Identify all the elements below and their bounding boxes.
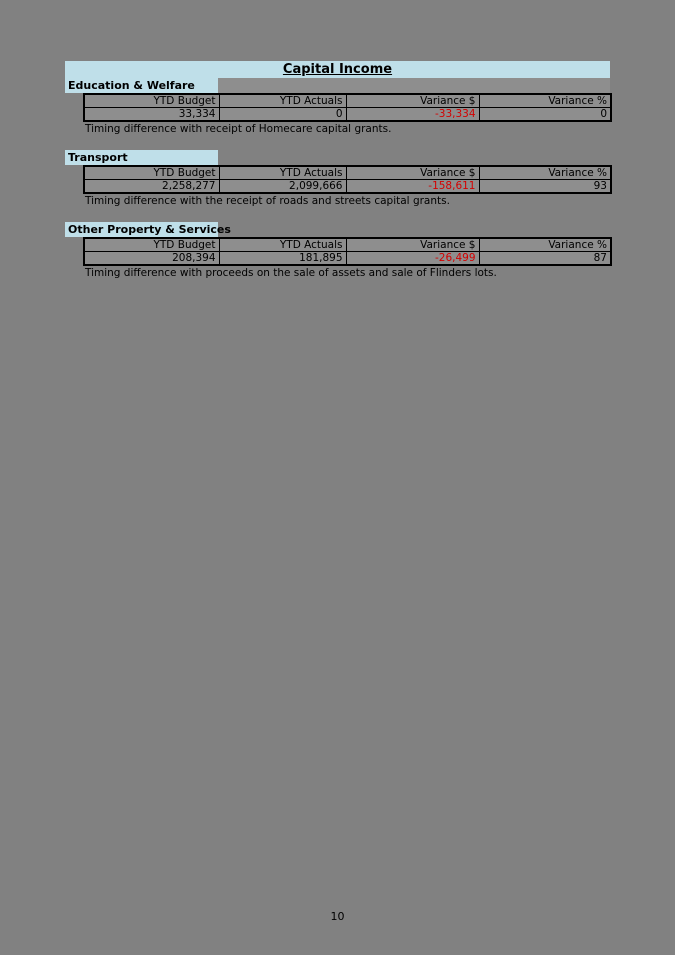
variance-dollars-value: -158,611 xyxy=(345,179,480,194)
table-row: 2,258,277 2,099,666 -158,611 93 xyxy=(83,179,612,194)
page-number: 10 xyxy=(330,910,345,923)
report-body: Capital Income Education & Welfare YTD B… xyxy=(65,61,612,294)
ytd-budget-value: 2,258,277 xyxy=(83,179,220,194)
variance-dollars-value: -26,499 xyxy=(345,251,480,266)
col-header-variance-dollars: Variance $ xyxy=(345,165,480,180)
section-title: Other Property & Services xyxy=(65,222,231,237)
table-header-row: YTD Budget YTD Actuals Variance $ Varian… xyxy=(83,93,612,108)
variance-table: YTD Budget YTD Actuals Variance $ Varian… xyxy=(83,93,612,122)
report-title-band: Capital Income xyxy=(65,61,610,78)
col-header-ytd-budget: YTD Budget xyxy=(83,165,220,180)
section-title: Education & Welfare xyxy=(65,78,218,93)
table-header-row: YTD Budget YTD Actuals Variance $ Varian… xyxy=(83,165,612,180)
section-label-row: Other Property & Services xyxy=(65,222,610,237)
col-header-variance-percent: Variance % xyxy=(478,237,612,252)
col-header-variance-dollars: Variance $ xyxy=(345,93,480,108)
col-header-ytd-budget: YTD Budget xyxy=(83,93,220,108)
table-row: 208,394 181,895 -26,499 87 xyxy=(83,251,612,266)
section-education-welfare: Education & Welfare YTD Budget YTD Actua… xyxy=(65,78,612,137)
variance-table: YTD Budget YTD Actuals Variance $ Varian… xyxy=(83,237,612,266)
section-label-strip xyxy=(218,78,610,93)
variance-percent-value: 87 xyxy=(478,251,612,266)
table-row: 33,334 0 -33,334 0 xyxy=(83,107,612,122)
section-label-row: Transport xyxy=(65,150,610,165)
section-title: Transport xyxy=(65,150,218,165)
col-header-ytd-actuals: YTD Actuals xyxy=(218,165,347,180)
section-note: Timing difference with the receipt of ro… xyxy=(85,195,450,207)
col-header-variance-percent: Variance % xyxy=(478,93,612,108)
section-label-row: Education & Welfare xyxy=(65,78,610,93)
col-header-ytd-actuals: YTD Actuals xyxy=(218,93,347,108)
ytd-actuals-value: 0 xyxy=(218,107,347,122)
variance-table: YTD Budget YTD Actuals Variance $ Varian… xyxy=(83,165,612,194)
table-header-row: YTD Budget YTD Actuals Variance $ Varian… xyxy=(83,237,612,252)
variance-percent-value: 93 xyxy=(478,179,612,194)
ytd-budget-value: 208,394 xyxy=(83,251,220,266)
report-title: Capital Income xyxy=(282,61,393,77)
section-note: Timing difference with proceeds on the s… xyxy=(85,267,497,279)
col-header-variance-dollars: Variance $ xyxy=(345,237,480,252)
col-header-ytd-actuals: YTD Actuals xyxy=(218,237,347,252)
section-note: Timing difference with receipt of Homeca… xyxy=(85,123,392,135)
col-header-ytd-budget: YTD Budget xyxy=(83,237,220,252)
variance-percent-value: 0 xyxy=(478,107,612,122)
col-header-variance-percent: Variance % xyxy=(478,165,612,180)
section-transport: Transport YTD Budget YTD Actuals Varianc… xyxy=(65,150,612,209)
ytd-actuals-value: 2,099,666 xyxy=(218,179,347,194)
variance-dollars-value: -33,334 xyxy=(345,107,480,122)
ytd-actuals-value: 181,895 xyxy=(218,251,347,266)
section-other-property-services: Other Property & Services YTD Budget YTD… xyxy=(65,222,612,281)
ytd-budget-value: 33,334 xyxy=(83,107,220,122)
